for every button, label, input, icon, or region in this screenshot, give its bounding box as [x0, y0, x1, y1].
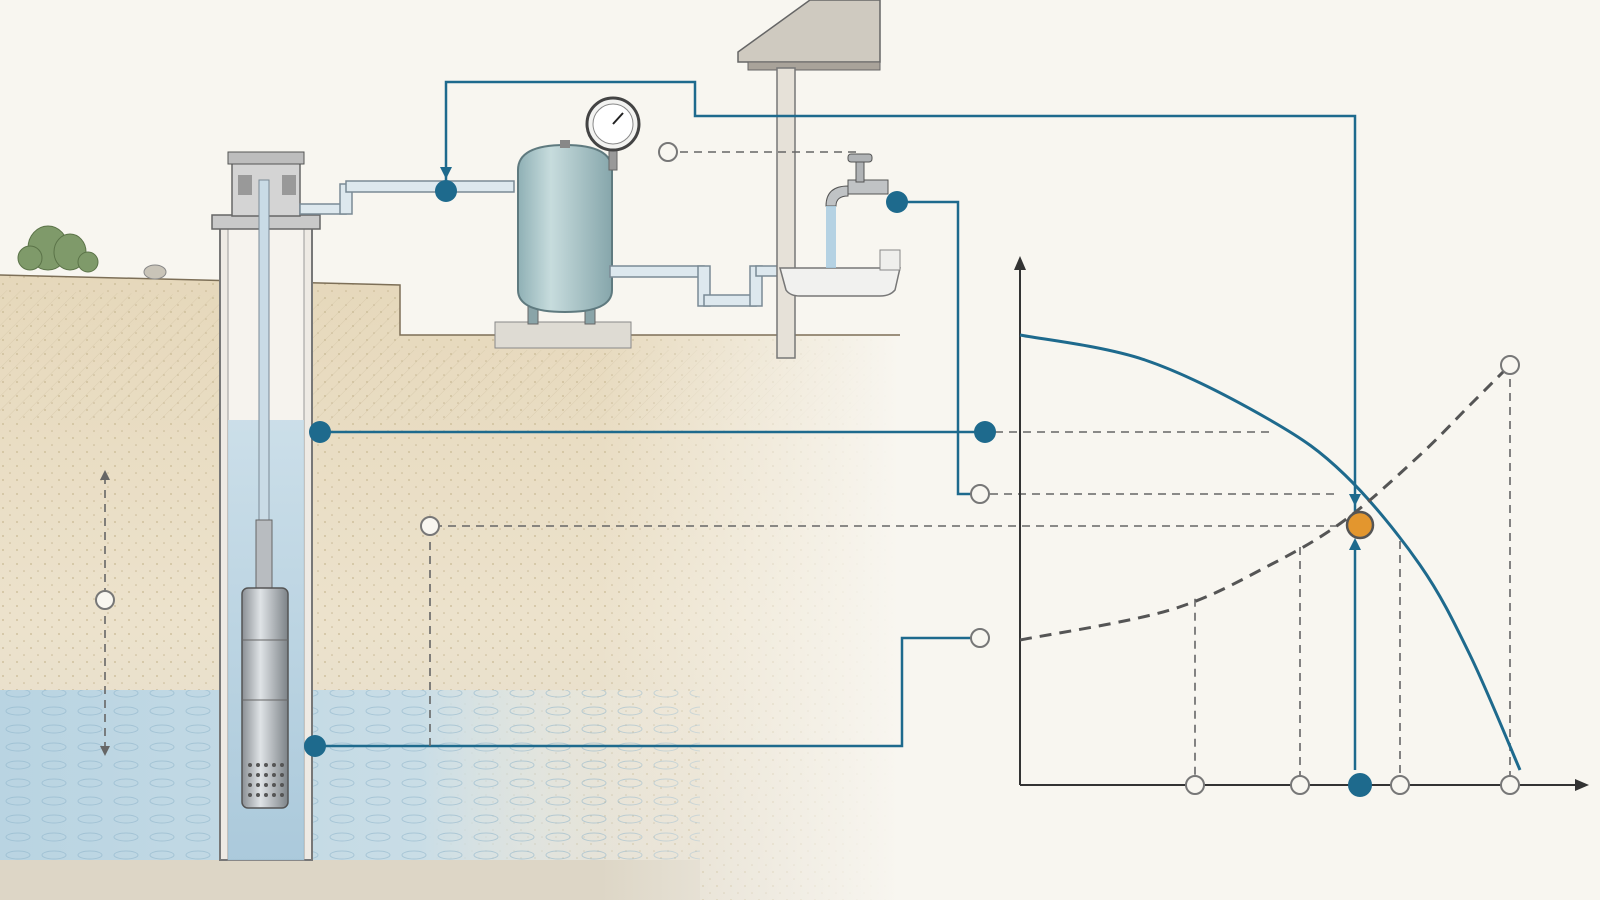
shrub-icon	[17, 225, 99, 273]
y-axis-arrowhead	[1014, 256, 1026, 270]
x-axis-arrowhead	[1575, 779, 1589, 791]
diagram-markers	[95, 142, 996, 757]
operating-point-marker[interactable]	[1345, 510, 1375, 540]
x-tick-marker-2[interactable]	[1348, 773, 1372, 797]
ground-cross-section	[0, 225, 900, 900]
x-tick-marker-3[interactable]	[1390, 775, 1410, 795]
pressure-gauge-icon	[585, 96, 641, 171]
discharge-pipe	[299, 180, 515, 215]
x-tick-marker-0[interactable]	[1185, 775, 1205, 795]
connector-tank-to-operating-point	[444, 80, 1357, 512]
series-0-solid-curve	[1019, 333, 1522, 771]
pressure-tank-icon	[494, 140, 632, 349]
drop-pipe	[258, 179, 270, 531]
marker-drawdown[interactable]	[420, 516, 440, 536]
supply-pipe	[609, 265, 787, 307]
series-1-dashed-curve	[1019, 363, 1512, 642]
arrowheads	[440, 167, 1361, 550]
marker-tank-inlet[interactable]	[435, 180, 457, 202]
pump-curve-chart	[1014, 256, 1589, 797]
marker-gauge-reading[interactable]	[658, 142, 678, 162]
marker-static-water-level[interactable]	[309, 421, 331, 443]
dashed-drawdown-guide	[429, 525, 1340, 746]
arrow-up-to-operating-point	[1349, 538, 1361, 550]
dashed-curve-end-marker[interactable]	[1500, 355, 1520, 375]
marker-water-level-chart[interactable]	[974, 421, 996, 443]
depth-guide-arrows	[100, 470, 110, 756]
marker-faucet-head[interactable]	[970, 484, 990, 504]
submersible-pump-icon	[241, 587, 289, 809]
arrow-down-to-tank-pipe	[440, 167, 452, 179]
faucet-icon	[825, 153, 889, 268]
marker-faucet-outlet[interactable]	[886, 191, 908, 213]
connector-lines-solid	[315, 80, 1357, 770]
connector-faucet-to-chart	[897, 200, 980, 496]
connector-lines-dashed	[104, 151, 1340, 750]
sink	[779, 249, 901, 297]
ground-surface-line	[0, 274, 900, 336]
x-tick-marker-4[interactable]	[1500, 775, 1520, 795]
marker-static-head[interactable]	[970, 628, 990, 648]
marker-pump-depth[interactable]	[304, 735, 326, 757]
x-tick-marker-1[interactable]	[1290, 775, 1310, 795]
arrow-down-to-operating-point	[1349, 494, 1361, 506]
marker-depth-range[interactable]	[95, 590, 115, 610]
connector-pump-depth	[315, 636, 980, 748]
